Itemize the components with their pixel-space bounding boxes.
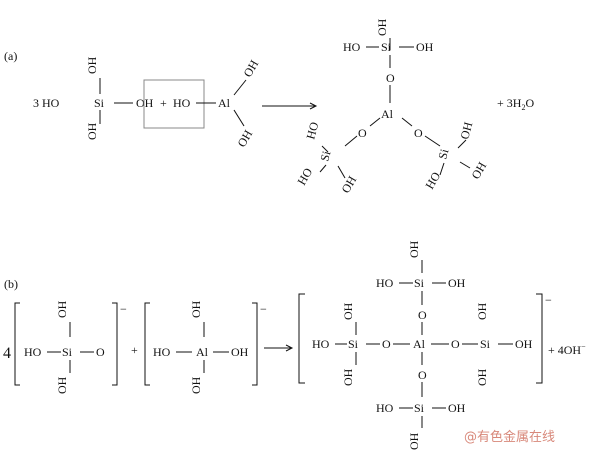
b-r1-si: Si <box>62 345 73 359</box>
b-p-o-right: O <box>451 337 460 351</box>
b-r2-oh-bottom: OH <box>189 376 203 394</box>
b-r1-o: O <box>96 345 105 359</box>
b-r1-oh-bottom: OH <box>55 376 69 394</box>
a-plus: + <box>160 96 167 110</box>
b-p-top-oh: OH <box>407 240 421 258</box>
b-r2-bracket-left <box>144 302 150 386</box>
b-p-bracket-left <box>298 293 305 384</box>
b-p-bottom-o: O <box>418 368 427 382</box>
a-p-left-ho1: HO <box>303 120 321 141</box>
a-r2-bond-bottom <box>233 109 245 127</box>
a-p-right-oh1: OH <box>457 120 475 141</box>
b-p-left-oh-bottom: OH <box>341 368 355 386</box>
b-p-left-si: Si <box>348 337 359 351</box>
a-p-top-si: Si <box>381 40 392 54</box>
panel-b-product: − OH HO Si OH O OH HO Si O OH Al <box>298 240 552 450</box>
b-reaction-arrow <box>264 344 294 352</box>
b-r1-bracket-left <box>14 302 20 386</box>
b-r2-al: Al <box>196 345 209 359</box>
b-r1-charge: − <box>120 302 127 316</box>
watermark: @有色金属在线 <box>464 429 555 445</box>
b-r2-ho: HO <box>153 345 171 359</box>
panel-b: (b) 4 − OH HO Si O OH + − OH HO A <box>3 240 586 450</box>
b-p-al: Al <box>413 337 426 351</box>
a-p-top-oh: OH <box>375 18 389 36</box>
b-r1-ho: HO <box>24 345 42 359</box>
a-p-right-oh2: OH <box>468 159 489 181</box>
a-p-right-ho: HO <box>422 169 443 191</box>
b-p-bottom-ho: HO <box>376 401 394 415</box>
a-r1-coef: 3 HO <box>33 96 60 110</box>
a-p-top-oh-right: OH <box>416 40 434 54</box>
b-r1-oh-top: OH <box>55 300 69 318</box>
b-p-bottom-oh: OH <box>407 432 421 450</box>
a-p-left-si: Si <box>317 149 333 163</box>
panel-a-label: (a) <box>4 49 17 63</box>
b-r2-oh-top: OH <box>189 300 203 318</box>
panel-a-silicic-acid: 3 HO Si OH OH OH <box>33 56 154 140</box>
a-reaction-arrow <box>262 102 318 110</box>
b-p-left-o: O <box>382 337 391 351</box>
b-p-bracket-right <box>536 293 543 384</box>
panel-b-silicate-anion: − OH HO Si O OH <box>14 300 127 394</box>
b-p-right-si: Si <box>480 337 491 351</box>
b-p-top-o: O <box>418 308 427 322</box>
a-r1-oh-right: OH <box>136 96 154 110</box>
b-r1-bracket-right <box>112 302 118 386</box>
a-byproduct-water: + 3H2O <box>497 96 534 112</box>
b-r2-bracket-right <box>252 302 258 386</box>
panel-b-label: (b) <box>4 277 18 291</box>
b-r2-oh-right: OH <box>231 345 249 359</box>
b-r2-charge: − <box>260 302 267 316</box>
panel-b-aluminate-anion: − OH HO Al OH OH <box>144 300 267 394</box>
b-p-charge: − <box>545 293 552 307</box>
b-p-bottom-oh-right: OH <box>448 401 466 415</box>
a-p-right-si: Si <box>435 147 451 161</box>
a-r2-oh-bottom: OH <box>234 127 255 149</box>
a-r1-oh-bottom: OH <box>85 122 99 140</box>
b-p-left-ho: HO <box>312 337 330 351</box>
a-p-o-right: O <box>414 126 423 140</box>
b-p-left-oh: OH <box>341 302 355 320</box>
a-p-al: Al <box>381 107 394 121</box>
b-p-right-oh-top: OH <box>475 302 489 320</box>
panel-a-product: OH HO Si OH O Al O O Si HO HO OH <box>294 18 489 195</box>
panel-a: (a) 3 HO Si OH OH OH + HO Al OH OH <box>4 18 534 195</box>
b-p-bottom-si: Si <box>414 401 425 415</box>
panel-a-aluminium-hydroxide: HO Al OH OH <box>173 57 261 149</box>
b-p-right-oh-bottom: OH <box>475 368 489 386</box>
b-plus: + <box>131 343 138 357</box>
a-r2-bond-top <box>233 79 247 96</box>
a-r2-al: Al <box>218 96 231 110</box>
b-p-top-si: Si <box>414 276 425 290</box>
a-p-left-ho2: HO <box>294 165 315 187</box>
a-p-o-left: O <box>358 126 367 140</box>
a-condensation-box <box>143 79 205 129</box>
a-r1-oh-top: OH <box>85 56 99 74</box>
a-r2-ho: HO <box>173 96 191 110</box>
a-p-left-oh: OH <box>338 173 359 195</box>
b-p-top-ho: HO <box>376 276 394 290</box>
a-r1-si: Si <box>94 96 105 110</box>
b-p-top-oh-right: OH <box>448 276 466 290</box>
a-p-top-ho: HO <box>343 40 361 54</box>
a-p-top-o: O <box>386 71 395 85</box>
a-r2-oh-top: OH <box>240 57 261 79</box>
b-coef: 4 <box>3 345 11 362</box>
b-byproduct-hydroxide: + 4OH− <box>548 342 586 357</box>
b-p-right-oh: OH <box>515 337 533 351</box>
